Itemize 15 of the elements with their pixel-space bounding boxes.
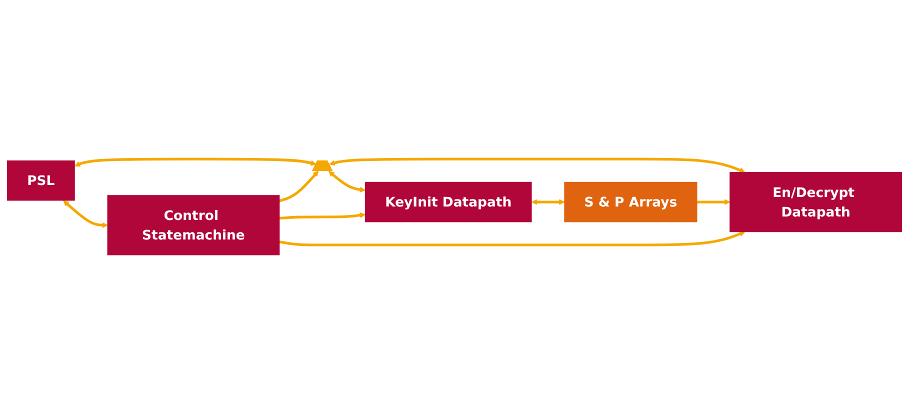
multiplexer-trapezoid — [312, 160, 333, 171]
arrow — [329, 158, 746, 173]
arrow — [63, 200, 108, 228]
arrow — [279, 231, 746, 246]
process-box: Control Statemachine — [107, 195, 280, 256]
arrow — [531, 199, 565, 205]
arrow — [279, 212, 366, 220]
process-box: S & P Arrays — [564, 182, 698, 222]
process-box: KeyInit Datapath — [364, 182, 532, 222]
arrow — [279, 170, 319, 202]
arrow — [696, 199, 730, 205]
arrow — [74, 158, 316, 167]
process-box: En/Decrypt Datapath — [730, 172, 902, 232]
arrow — [328, 170, 366, 192]
process-box: PSL — [6, 160, 75, 201]
